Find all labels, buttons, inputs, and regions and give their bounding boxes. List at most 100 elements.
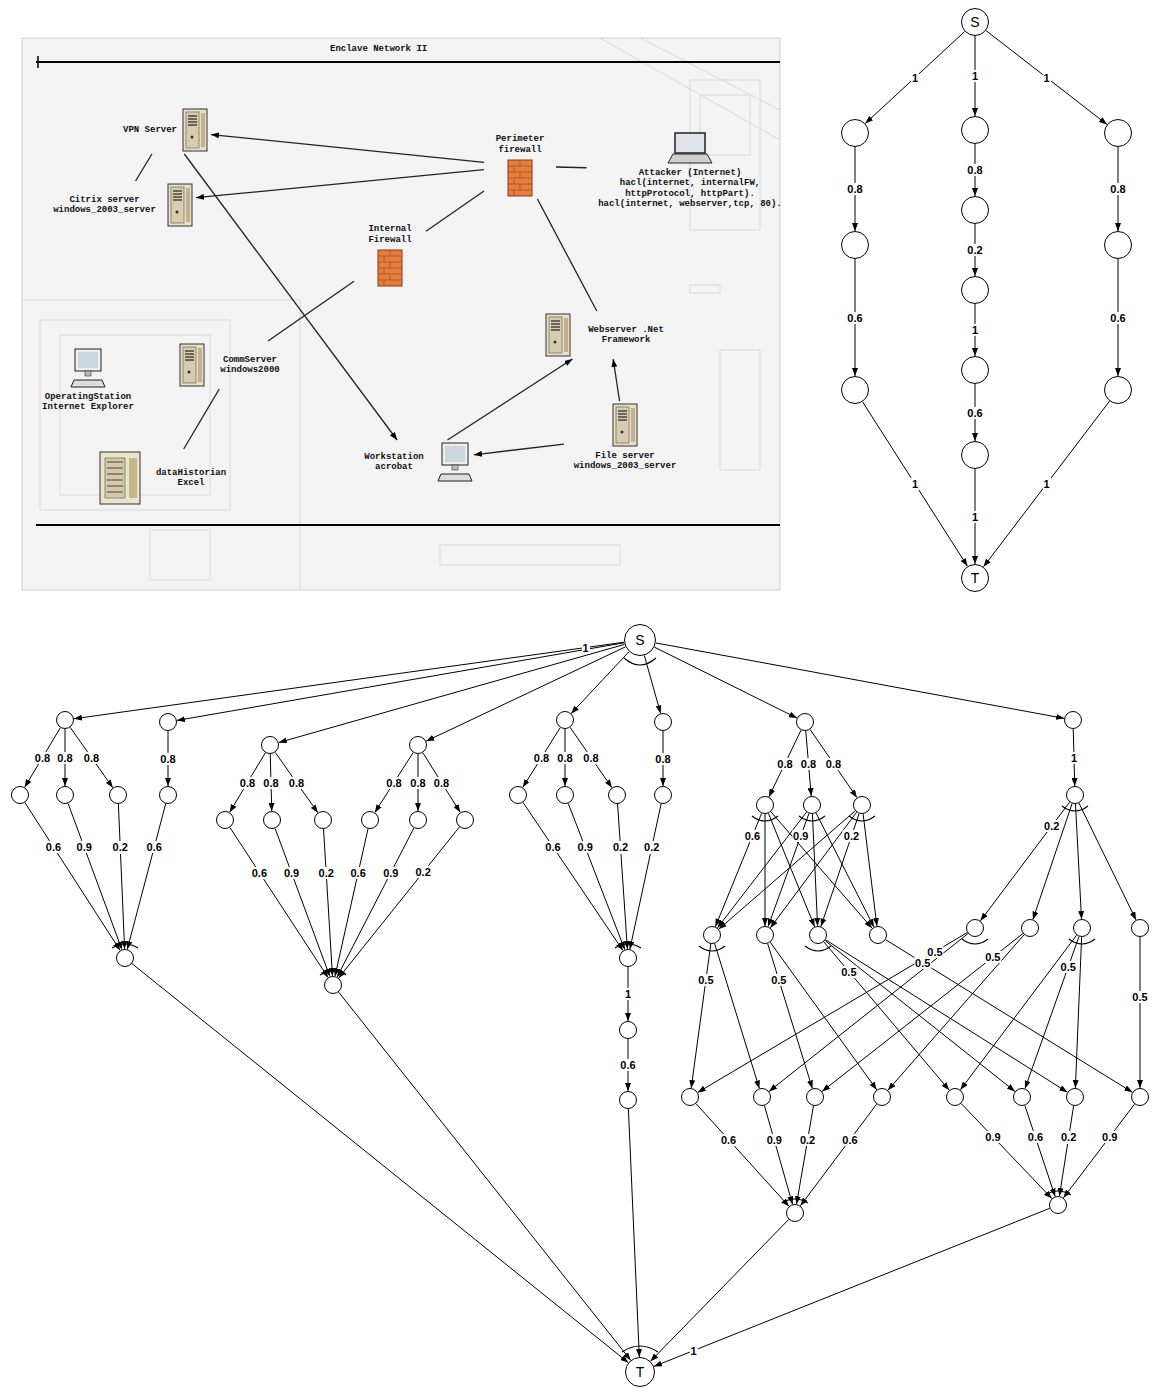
transition-arrow bbox=[961, 1104, 1052, 1199]
device-label: Attacker (Internet) bbox=[588, 168, 793, 178]
transition-arrow bbox=[769, 934, 968, 1092]
server-icon bbox=[180, 107, 210, 153]
probability-label: 0.8 bbox=[262, 776, 279, 788]
transition-arrow bbox=[279, 644, 625, 742]
device-label: Workstation acrobat bbox=[354, 452, 434, 473]
graph-state bbox=[314, 811, 332, 829]
probability-label: 0.8 bbox=[654, 752, 671, 764]
graph-state bbox=[556, 711, 574, 729]
probability-label: 0.6 bbox=[619, 1059, 636, 1071]
graph-state bbox=[654, 713, 672, 731]
transition-arrow bbox=[568, 803, 625, 949]
graph-state bbox=[109, 786, 127, 804]
probability-label: 0.5 bbox=[770, 974, 787, 986]
probability-label: 1 bbox=[971, 70, 979, 82]
graph-state bbox=[56, 786, 74, 804]
graph-state bbox=[11, 786, 29, 804]
probability-label: 0.5 bbox=[984, 951, 1001, 963]
graph-state bbox=[841, 119, 869, 147]
transition-arrow bbox=[570, 727, 612, 787]
probability-label: 0.6 bbox=[544, 841, 561, 853]
probability-label: 0.9 bbox=[1101, 1131, 1118, 1143]
firewall-icon bbox=[375, 248, 405, 288]
transition-arrow bbox=[1079, 803, 1136, 920]
transition-arrow bbox=[863, 402, 968, 566]
probability-label: 1 bbox=[624, 988, 632, 1000]
probability-label: 0.8 bbox=[56, 751, 73, 763]
transition-arrow bbox=[863, 814, 877, 926]
graph-state bbox=[1021, 919, 1039, 937]
graph-state bbox=[703, 926, 721, 944]
transition-arrow bbox=[1075, 937, 1081, 1088]
graph-state bbox=[869, 926, 887, 944]
transition-arrow bbox=[800, 1104, 876, 1206]
background-decoration bbox=[22, 38, 780, 590]
graph-state bbox=[456, 811, 474, 829]
device-label: dataHistorian Excel bbox=[146, 468, 236, 489]
graph-state bbox=[853, 796, 871, 814]
probability-label: 0.8 bbox=[34, 751, 51, 763]
graph-state bbox=[619, 1091, 637, 1109]
graph-state bbox=[1066, 1088, 1084, 1106]
device-label: Internal Firewall bbox=[355, 224, 425, 245]
probability-label: 0.8 bbox=[776, 757, 793, 769]
graph-state bbox=[809, 926, 827, 944]
probability-label: 0.9 bbox=[766, 1134, 783, 1146]
probability-label: 0.6 bbox=[846, 311, 863, 323]
network-device: OperatingStation Internet Explorer bbox=[33, 347, 143, 413]
graph-state bbox=[681, 1088, 699, 1106]
transition-arrow bbox=[339, 992, 631, 1360]
laptop-icon bbox=[667, 131, 713, 165]
probability-label: 0.8 bbox=[385, 776, 402, 788]
graph-state bbox=[756, 926, 774, 944]
probability-label: 0.2 bbox=[966, 244, 983, 256]
transition-arrow bbox=[644, 655, 660, 713]
device-label: Perimeter firewall bbox=[485, 134, 555, 155]
device-label: hacl(internet, internalFW, httpProtocol,… bbox=[588, 178, 793, 209]
graph-state bbox=[509, 786, 527, 804]
device-label: Perimeter firewall bbox=[485, 134, 555, 155]
probability-label: 0.5 bbox=[840, 965, 857, 977]
graph-state: S bbox=[624, 624, 656, 656]
graph-state bbox=[961, 356, 989, 384]
transition-arrow bbox=[715, 813, 761, 926]
network-device: Workstation acrobat bbox=[354, 441, 473, 483]
probability-label: 0.6 bbox=[841, 1134, 858, 1146]
probability-label: 0.2 bbox=[414, 866, 431, 878]
graph-state bbox=[961, 441, 989, 469]
probability-label: 1 bbox=[971, 510, 979, 522]
probability-label: 0.8 bbox=[83, 751, 100, 763]
server-icon bbox=[610, 402, 640, 448]
transition-arrow bbox=[698, 933, 968, 1093]
graph-state bbox=[806, 1088, 824, 1106]
transition-arrow bbox=[132, 964, 628, 1363]
network-link bbox=[447, 359, 572, 440]
transition-arrow bbox=[339, 827, 460, 978]
transition-arrow bbox=[68, 803, 122, 949]
boundary-tick bbox=[37, 56, 39, 68]
probability-label: 0.2 bbox=[1043, 820, 1060, 832]
transition-arrow bbox=[764, 1106, 792, 1205]
transition-arrow bbox=[865, 32, 964, 124]
probability-label: 0.5 bbox=[697, 974, 714, 986]
transition-arrow bbox=[769, 730, 801, 797]
network-link bbox=[426, 191, 484, 231]
monitor-icon bbox=[70, 347, 106, 389]
graph-state bbox=[409, 811, 427, 829]
network-device: CommServer windows2000 bbox=[177, 342, 290, 388]
transition-arrow bbox=[275, 828, 330, 976]
device-label: OperatingStation Internet Explorer bbox=[33, 392, 143, 413]
probability-label: 0.6 bbox=[251, 866, 268, 878]
state-name: T bbox=[971, 570, 980, 586]
state-name: S bbox=[970, 14, 979, 30]
graph-state bbox=[796, 713, 814, 731]
transition-arrow bbox=[70, 727, 113, 787]
graph-state bbox=[961, 276, 989, 304]
probability-label: 0.8 bbox=[800, 757, 817, 769]
transition-arrow bbox=[25, 803, 120, 951]
graph-state bbox=[654, 786, 672, 804]
transition-arrow bbox=[826, 940, 1068, 1092]
device-label: Citrix server windows_2003_server bbox=[47, 195, 162, 216]
probability-label: 0.2 bbox=[112, 841, 129, 853]
probability-label: 0.8 bbox=[846, 183, 863, 195]
